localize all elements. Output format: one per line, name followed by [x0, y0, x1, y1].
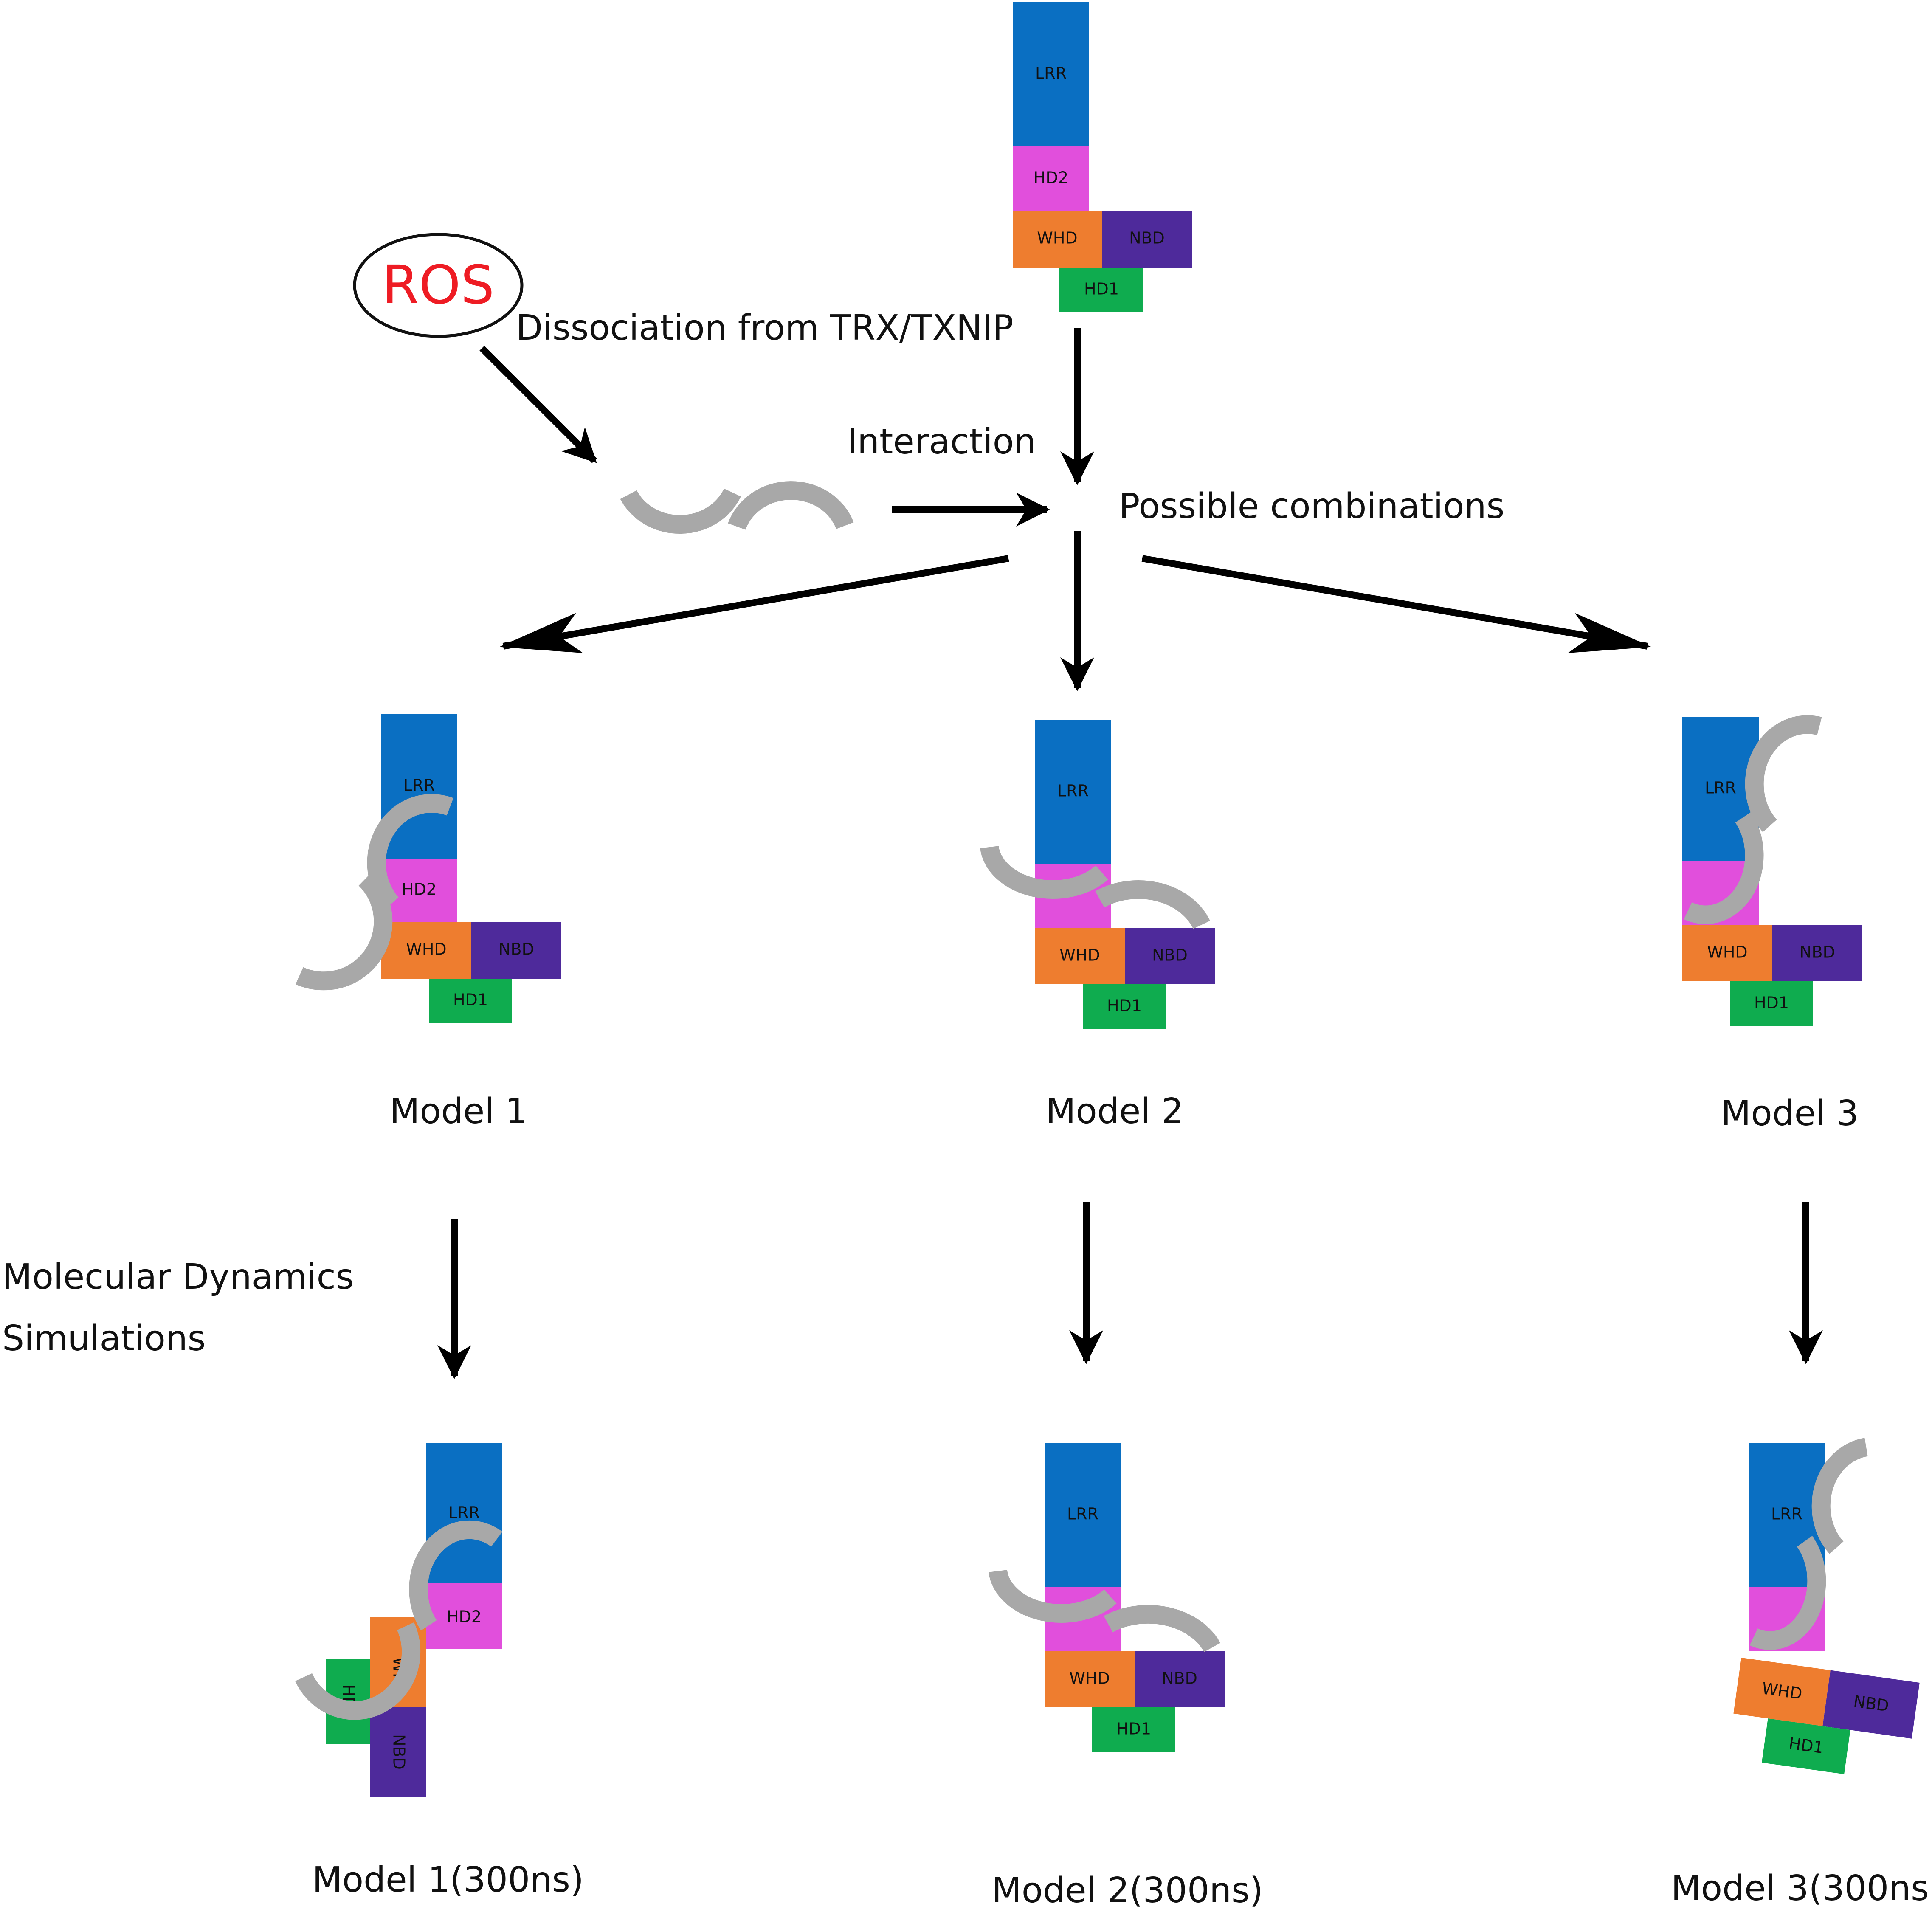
- nbd-domain: [370, 1707, 426, 1797]
- nbd-label: NBD: [390, 1734, 408, 1770]
- model3-label: Model 3: [1721, 1093, 1859, 1134]
- interaction-label: Interaction: [847, 422, 1036, 462]
- hd1-domain: [1059, 268, 1143, 312]
- md-label-line2: Simulations: [2, 1318, 206, 1359]
- lrr-domain: [381, 714, 457, 859]
- whd-label: WHD: [406, 940, 446, 959]
- whd-domain: [381, 922, 471, 979]
- dissociation-label: Dissociation from TRX/TXNIP: [516, 308, 1014, 348]
- nbd-label: NBD: [1152, 946, 1188, 965]
- protein-arc-2: [296, 872, 393, 991]
- hd1-domain: [1092, 1707, 1175, 1752]
- hd2-label: HD2: [447, 1608, 482, 1626]
- protein-arc-2: [1684, 812, 1764, 924]
- hd2-label: HD2: [402, 880, 437, 899]
- model3-300ns-structure: LRR WHD NBD HD1: [1733, 1438, 1920, 1774]
- nbd-label: NBD: [1129, 229, 1165, 248]
- hd1-domain: [1083, 984, 1166, 1029]
- nbd-label: NBD: [1162, 1669, 1197, 1688]
- lrr-domain: [426, 1443, 502, 1583]
- nbd-domain: [1135, 1651, 1225, 1707]
- model2-label: Model 2: [1046, 1091, 1183, 1132]
- hd1-label: HD1: [1116, 1720, 1151, 1738]
- whd-domain: [1035, 928, 1125, 984]
- lrr-label: LRR: [1057, 782, 1089, 800]
- hd1-label: HD1: [453, 991, 488, 1009]
- md-label-line1: Molecular Dynamics: [2, 1257, 354, 1297]
- whd-domain: [1045, 1651, 1135, 1707]
- model1-structure: LRR HD2 WHD NBD HD1: [296, 714, 561, 1023]
- lrr-domain: [1035, 720, 1111, 864]
- free-protein-pair: [620, 481, 854, 534]
- protein-arc-1: [1811, 1438, 1868, 1554]
- hd1-domain: [429, 979, 512, 1023]
- protein-arc-left: [620, 488, 741, 534]
- possible-combinations-label: Possible combinations: [1119, 486, 1504, 527]
- whd-label: WHD: [1037, 229, 1077, 248]
- hd1-domain: [1761, 1718, 1850, 1774]
- top-nlrp3-structure: LRR HD2 WHD NBD HD1: [1013, 2, 1192, 312]
- protein-arc-2: [1095, 880, 1210, 929]
- model1-300ns-label: Model 1(300ns): [312, 1860, 584, 1900]
- ros-ellipse: [353, 233, 524, 338]
- nbd-label: NBD: [498, 940, 534, 959]
- arrow-to-model1: [499, 555, 1009, 653]
- model2-300ns-structure: LRR WHD NBD HD1: [989, 1443, 1225, 1752]
- hd1-label: HD1: [1107, 997, 1142, 1015]
- protein-arc-2: [1104, 1605, 1221, 1653]
- protein-arc-1: [409, 1520, 503, 1631]
- lrr-label: LRR: [448, 1504, 480, 1522]
- nbd-domain: [1102, 211, 1192, 268]
- model3-300ns-label: Model 3(300ns): [1671, 1868, 1932, 1909]
- protein-arc-2: [295, 1622, 421, 1720]
- hd2-domain: [426, 1583, 502, 1649]
- model3-structure: LRR WHD NBD HD1: [1682, 715, 1862, 1026]
- lrr-domain: [1013, 2, 1089, 146]
- model1-300ns-structure: LRR HD2 HD1 WHD NBD: [295, 1443, 503, 1797]
- model2-300ns-label: Model 2(300ns): [991, 1870, 1263, 1911]
- nbd-domain: [1125, 928, 1215, 984]
- whd-label: WHD: [1069, 1669, 1110, 1688]
- protein-arc-right: [728, 481, 854, 530]
- protein-arc-1: [1745, 715, 1822, 832]
- nbd-domain: [471, 922, 561, 979]
- hd1-label: HD1: [1754, 994, 1789, 1012]
- nbd-label: NBD: [1800, 943, 1835, 962]
- lrr-label: LRR: [403, 776, 435, 795]
- hd1-label: HD1: [1084, 280, 1119, 298]
- hd2-domain: [1013, 146, 1089, 211]
- lrr-label: LRR: [1705, 779, 1736, 797]
- arrow-ros-to-protein: [479, 346, 597, 463]
- lrr-label: LRR: [1067, 1505, 1098, 1523]
- hd2-domain: [381, 859, 457, 922]
- hd1-domain: [1730, 981, 1813, 1026]
- hd2-label: HD2: [1034, 169, 1068, 187]
- protein-arc-2: [1749, 1536, 1826, 1650]
- whd-label: WHD: [1707, 943, 1747, 962]
- nbd-domain: [1772, 925, 1862, 981]
- whd-domain: [1733, 1657, 1831, 1726]
- lrr-label: LRR: [1771, 1505, 1802, 1523]
- whd-domain: [1013, 211, 1102, 268]
- whd-label: WHD: [1059, 946, 1100, 965]
- protein-arc-1: [980, 845, 1108, 899]
- lrr-label: LRR: [1035, 64, 1067, 83]
- model2-structure: LRR WHD NBD HD1: [980, 720, 1215, 1029]
- model1-label: Model 1: [390, 1091, 527, 1132]
- ros-label: ROS: [382, 254, 495, 316]
- protein-arc-1: [989, 1569, 1117, 1623]
- lrr-domain: [1045, 1443, 1121, 1587]
- nbd-domain: [1822, 1670, 1920, 1739]
- whd-domain: [1682, 925, 1772, 981]
- arrow-to-model3: [1141, 555, 1652, 653]
